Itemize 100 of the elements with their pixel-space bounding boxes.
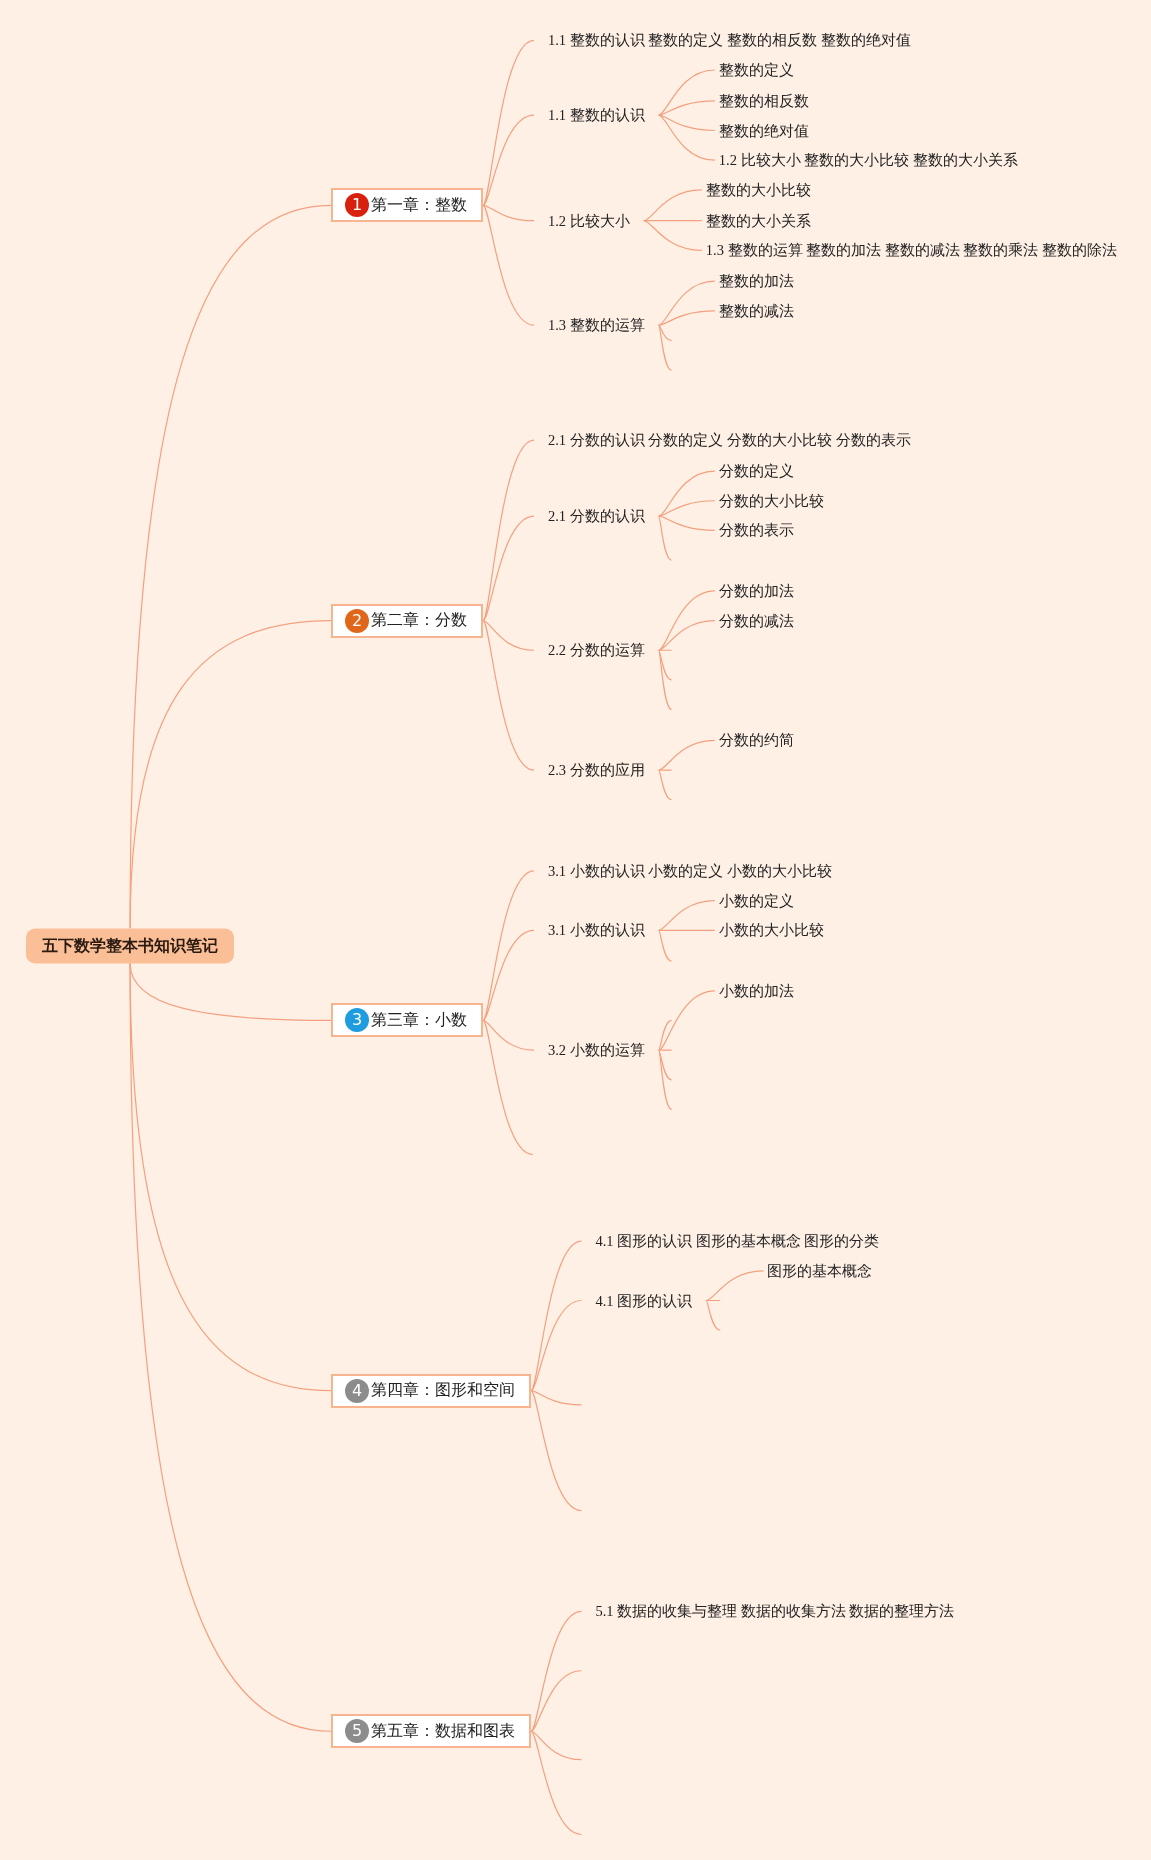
chapter-box <box>331 1714 532 1749</box>
branch-line <box>658 769 673 771</box>
branch-line <box>530 1730 583 1761</box>
branch-line <box>530 1610 582 1732</box>
chapter-box <box>331 1373 532 1408</box>
branch-line <box>658 114 716 132</box>
topic-label: 3.1 小数的认识 小数的定义 小数的大小比较 <box>533 862 846 879</box>
topic-label: 4.1 图形的认识 图形的基本概念 图形的分类 <box>581 1233 894 1250</box>
branch-line <box>658 1019 673 1051</box>
topic-label: 1.2 比较大小 整数的大小比较 整数的大小关系 <box>714 152 1022 169</box>
branch-line <box>530 1730 583 1836</box>
chapter-title: 第一章：整数 <box>371 194 468 216</box>
chapter-title: 第五章：数据和图表 <box>371 1720 516 1742</box>
chapter-title: 第三章：小数 <box>371 1009 468 1031</box>
branch-line <box>482 1019 535 1051</box>
topic-label: 整数的大小比较 <box>701 181 815 198</box>
branch-line <box>658 990 716 1051</box>
topic-label: 小数的加法 <box>714 982 798 999</box>
branch-line <box>658 649 673 681</box>
branch-line <box>482 204 535 326</box>
topic-label: 1.3 整数的运算 <box>533 317 659 334</box>
topic-label: 整数的定义 <box>714 62 798 78</box>
branch-line <box>530 1390 583 1406</box>
branch-line <box>705 1270 765 1302</box>
number-badge: 3 <box>345 1008 370 1033</box>
topic-label: 分数的定义 <box>714 463 798 480</box>
branch-line <box>129 620 332 929</box>
chapter-box <box>331 1003 484 1038</box>
branch-line <box>482 929 535 1022</box>
number-badge: 4 <box>345 1378 370 1403</box>
branch-line <box>530 1299 582 1392</box>
branch-line <box>705 1299 721 1331</box>
topic-label: 分数的减法 <box>714 612 798 629</box>
branch-line <box>482 1019 534 1156</box>
branch-line <box>658 590 716 651</box>
topic-label: 1.1 整数的认识 <box>533 107 659 124</box>
chapter-box <box>331 603 484 638</box>
branch-line <box>658 649 673 651</box>
topic-label: 2.3 分数的应用 <box>533 762 659 779</box>
branch-line <box>658 114 716 161</box>
branch-line <box>482 620 535 651</box>
branch-line <box>658 900 716 931</box>
branch-line <box>658 739 716 771</box>
topic-label: 1.3 整数的运算 整数的加法 整数的减法 整数的乘法 整数的除法 <box>701 242 1122 259</box>
topic-label: 4.1 图形的认识 <box>581 1292 707 1309</box>
branch-line <box>658 515 716 531</box>
chapter-box <box>331 188 484 223</box>
topic-label: 1.1 整数的认识 整数的定义 整数的相反数 整数的绝对值 <box>533 32 925 49</box>
branch-line <box>658 280 716 326</box>
branch-line <box>482 204 535 222</box>
branch-line <box>482 620 535 771</box>
branch-line <box>530 1670 583 1732</box>
topic-label: 分数的加法 <box>714 582 798 599</box>
chapter-title: 第二章：分数 <box>371 610 468 632</box>
branch-line <box>658 324 673 371</box>
number-badge: 2 <box>345 608 370 633</box>
topic-label: 整数的相反数 <box>714 92 813 109</box>
topic-label: 整数的减法 <box>714 302 798 319</box>
number-badge: 5 <box>345 1719 370 1744</box>
topic-label: 分数的约简 <box>714 732 798 749</box>
branch-line <box>658 1049 673 1051</box>
topic-label: 小数的大小比较 <box>714 922 828 939</box>
topic-label: 整数的加法 <box>714 273 798 290</box>
topic-label: 2.1 分数的认识 分数的定义 分数的大小比较 分数的表示 <box>533 432 925 449</box>
topic-label: 3.1 小数的认识 <box>533 922 659 939</box>
branch-line <box>658 100 716 116</box>
branch-line <box>658 1049 673 1081</box>
branch-line <box>705 1299 721 1302</box>
number-badge: 1 <box>345 193 370 218</box>
branch-line <box>530 1390 583 1512</box>
branch-line <box>658 649 673 711</box>
branch-line <box>658 1049 673 1111</box>
branch-line <box>658 470 716 517</box>
branch-line <box>129 962 332 1732</box>
topic-label: 1.2 比较大小 <box>533 212 644 229</box>
topic-label: 5.1 数据的收集与整理 数据的收集方法 数据的整理方法 <box>581 1603 969 1620</box>
branch-line <box>658 515 673 561</box>
branch-line <box>643 189 703 222</box>
branch-line <box>658 324 673 342</box>
branch-line <box>658 500 716 517</box>
branch-line <box>658 929 673 962</box>
branch-line <box>658 310 716 326</box>
branch-line <box>643 220 703 222</box>
branch-line <box>658 69 716 116</box>
central-topic-box: 五下数学整本书知识笔记 <box>26 928 235 964</box>
branch-line <box>658 620 716 651</box>
topic-label: 整数的大小关系 <box>701 212 815 229</box>
topic-label: 图形的基本概念 <box>763 1262 877 1279</box>
topic-label: 2.2 分数的运算 <box>533 642 659 659</box>
branch-line <box>643 220 703 251</box>
topic-label: 2.1 分数的认识 <box>533 508 659 525</box>
topic-label: 分数的大小比较 <box>714 492 828 509</box>
topic-label: 分数的表示 <box>714 522 798 539</box>
topic-label: 小数的定义 <box>714 892 798 909</box>
branch-line <box>658 929 716 931</box>
branch-line <box>482 114 535 206</box>
topic-label: 整数的绝对值 <box>714 122 813 139</box>
branch-line <box>658 769 673 801</box>
branch-line <box>482 515 535 622</box>
topic-label: 3.2 小数的运算 <box>533 1042 659 1059</box>
